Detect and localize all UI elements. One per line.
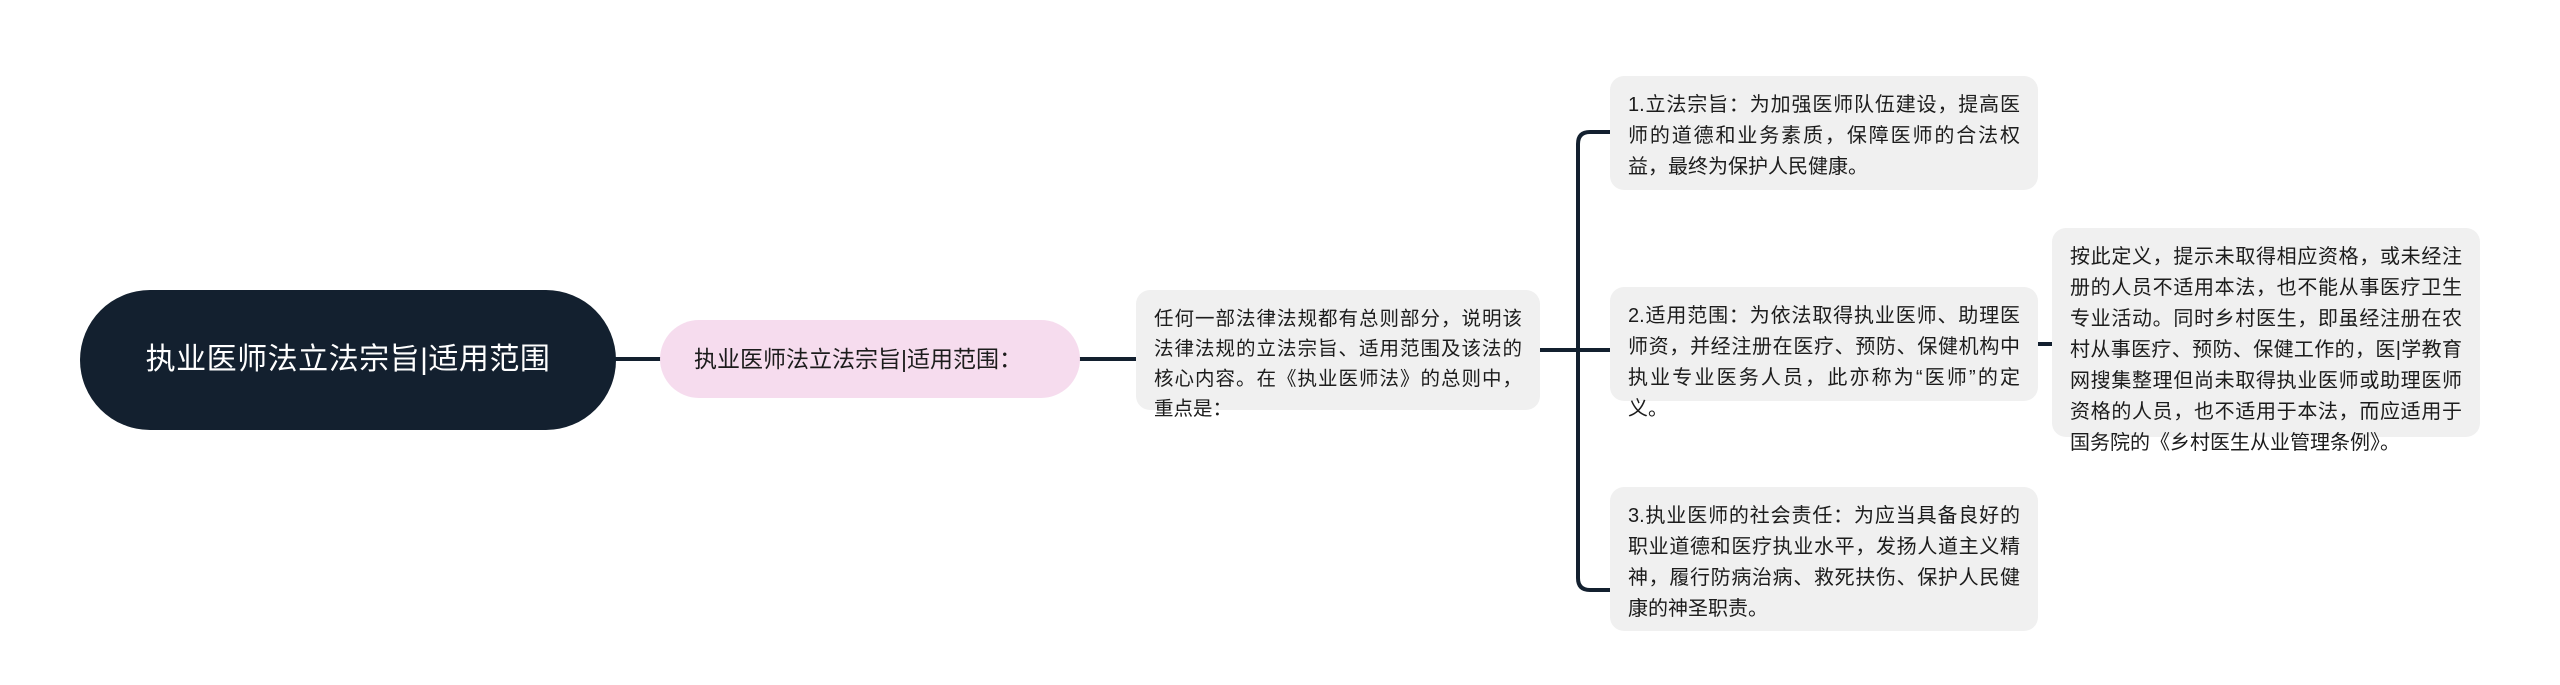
branch-node-2-text: 2.适用范围：为依法取得执业医师、助理医师资，并经注册在医疗、预防、保健机构中执…: [1628, 305, 2020, 420]
branch-node-2[interactable]: 2.适用范围：为依法取得执业医师、助理医师资，并经注册在医疗、预防、保健机构中执…: [1610, 287, 2038, 420]
topic-node-label: 执业医师法立法宗旨|适用范围：: [694, 346, 1022, 372]
summary-node-text: 任何一部法律法规都有总则部分，说明该法律法规的立法宗旨、适用范围及该法的核心内容…: [1154, 308, 1522, 420]
branch-node-1[interactable]: 1.立法宗旨：为加强医师队伍建设，提高医师的道德和业务素质，保障医师的合法权益，…: [1610, 76, 2038, 190]
root-node[interactable]: 执业医师法立法宗旨|适用范围: [80, 290, 616, 430]
branch-node-3[interactable]: 3.执业医师的社会责任：为应当具备良好的职业道德和医疗执业水平，发扬人道主义精神…: [1610, 487, 2038, 631]
branch-node-3-text: 3.执业医师的社会责任：为应当具备良好的职业道德和医疗执业水平，发扬人道主义精神…: [1628, 505, 2020, 620]
branch-node-1-text: 1.立法宗旨：为加强医师队伍建设，提高医师的道德和业务素质，保障医师的合法权益，…: [1628, 94, 2020, 178]
topic-node[interactable]: 执业医师法立法宗旨|适用范围：: [660, 320, 1080, 398]
detail-node[interactable]: 按此定义，提示未取得相应资格，或未经注册的人员不适用本法，也不能从事医疗卫生专业…: [2052, 228, 2480, 454]
summary-node[interactable]: 任何一部法律法规都有总则部分，说明该法律法规的立法宗旨、适用范围及该法的核心内容…: [1136, 290, 1540, 420]
connector-trunk-branch-1: [1576, 130, 1612, 352]
root-node-label: 执业医师法立法宗旨|适用范围: [145, 343, 551, 376]
connector-trunk-branch-3: [1576, 348, 1612, 592]
detail-node-text: 按此定义，提示未取得相应资格，或未经注册的人员不适用本法，也不能从事医疗卫生专业…: [2070, 246, 2462, 454]
